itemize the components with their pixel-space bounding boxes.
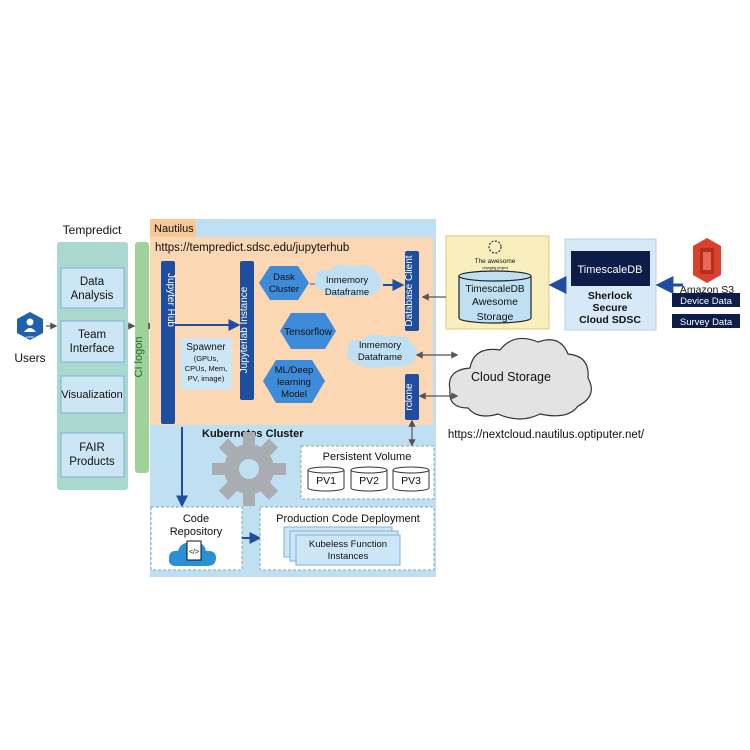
visualization-box[interactable]: Visualization (60, 375, 125, 414)
pv2-cylinder[interactable]: PV2 (350, 466, 388, 492)
users-node: user Users (14, 312, 46, 365)
svg-text:Awesome: Awesome (472, 296, 518, 308)
svg-text:Dask: Dask (273, 272, 295, 283)
svg-text:Interface: Interface (70, 343, 115, 355)
ci-logon-bar[interactable]: CI logon (133, 242, 149, 473)
svg-text:Team: Team (78, 329, 106, 341)
svg-text:Cloud Storage: Cloud Storage (471, 370, 551, 384)
svg-text:Inmemory: Inmemory (326, 275, 368, 286)
svg-text:Production Code Deployment: Production Code Deployment (276, 513, 420, 525)
awesome-logo-icon (488, 240, 502, 254)
svg-text:Survey Data: Survey Data (680, 317, 733, 328)
data-analysis-box[interactable]: Data Analysis (60, 267, 125, 309)
svg-text:Analysis: Analysis (71, 290, 114, 302)
user-badge: user (26, 334, 34, 339)
svg-text:</>: </> (189, 549, 199, 556)
svg-text:Dataframe: Dataframe (325, 287, 369, 298)
svg-text:Kubeless Function: Kubeless Function (309, 539, 387, 550)
sherlock-timescaledb[interactable] (571, 251, 650, 286)
svg-text:PV3: PV3 (401, 475, 421, 487)
svg-text:Dataframe: Dataframe (358, 352, 402, 363)
fair-products-box[interactable]: FAIR Products (60, 432, 125, 478)
awesome-storage-db[interactable]: TimescaleDB Awesome Storage (458, 270, 532, 324)
svg-text:Spawner: Spawner (186, 342, 226, 353)
svg-text:Tensorflow: Tensorflow (284, 327, 333, 338)
svg-text:Visualization: Visualization (61, 389, 123, 401)
svg-text:Database Client: Database Client (404, 255, 415, 326)
svg-text:The awesome: The awesome (475, 258, 516, 265)
svg-text:TimescaleDB: TimescaleDB (578, 264, 643, 276)
svg-text:Instances: Instances (328, 551, 369, 562)
svg-text:Code: Code (183, 513, 209, 525)
ml-model-node[interactable]: ML/Deep learning Model (263, 360, 325, 403)
spawner-box: Spawner (GPUs, CPUs, Mem, PV, image) (180, 338, 232, 390)
svg-text:PV, image): PV, image) (188, 374, 225, 383)
dask-cluster-node[interactable]: Dask Cluster (259, 266, 309, 300)
jupyterlab-instance-bar[interactable]: Jupyterlab Instance (239, 261, 254, 400)
team-interface-box[interactable]: Team Interface (60, 320, 125, 363)
svg-text:Cluster: Cluster (269, 284, 299, 295)
svg-text:Jupyterlab Instance: Jupyterlab Instance (239, 286, 250, 373)
kubeless-instances-card[interactable]: Kubeless Function Instances (295, 534, 401, 566)
svg-text:Inmemory: Inmemory (359, 340, 401, 351)
sherlock-panel: TimescaleDB Sherlock Secure Cloud SDSC (564, 238, 657, 331)
cloud-storage-node[interactable]: Cloud Storage (448, 337, 592, 420)
svg-text:Secure: Secure (592, 302, 627, 314)
nautilus-tab (150, 219, 196, 237)
survey-data-item[interactable]: Survey Data (672, 314, 740, 328)
nautilus-title: Nautilus (154, 223, 194, 235)
svg-text:Cloud SDSC: Cloud SDSC (579, 314, 641, 326)
inmemory-dataframe-mid: Inmemory Dataframe (346, 334, 418, 368)
tensorflow-node[interactable]: Tensorflow (280, 313, 336, 349)
jupyterhub-url[interactable]: https://tempredict.sdsc.edu/jupyterhub (155, 242, 349, 254)
svg-text:Jupyter Hub: Jupyter Hub (165, 273, 176, 327)
svg-text:Products: Products (69, 456, 115, 468)
svg-text:(GPUs,: (GPUs, (194, 354, 219, 363)
users-label: Users (14, 351, 45, 365)
svg-text:Persistent Volume: Persistent Volume (323, 451, 412, 463)
gear-icon (212, 432, 286, 506)
jupyter-hub-bar[interactable]: Jupyter Hub (161, 261, 176, 424)
nextcloud-url[interactable]: https://nextcloud.nautilus.optiputer.net… (448, 429, 645, 441)
user-icon (17, 312, 43, 340)
database-client-bar[interactable]: Database Client (404, 251, 419, 331)
svg-text:changing project: changing project (482, 266, 508, 270)
svg-text:Sherlock: Sherlock (588, 290, 633, 302)
rclone-bar[interactable]: rclone (404, 374, 419, 420)
svg-text:TimescaleDB: TimescaleDB (465, 284, 524, 295)
svg-text:Storage: Storage (477, 311, 514, 323)
device-data-item[interactable]: Device Data (672, 293, 740, 307)
svg-text:rclone: rclone (404, 383, 415, 411)
svg-text:PV1: PV1 (316, 475, 336, 487)
svg-text:Model: Model (281, 389, 307, 400)
svg-text:Device Data: Device Data (680, 296, 732, 307)
svg-text:FAIR: FAIR (79, 442, 105, 454)
svg-text:ML/Deep: ML/Deep (275, 365, 314, 376)
pv1-cylinder[interactable]: PV1 (307, 466, 345, 492)
svg-text:CPUs, Mem,: CPUs, Mem, (185, 364, 228, 373)
code-repository-box[interactable]: Code Repository </> (150, 506, 243, 571)
svg-text:Repository: Repository (170, 526, 223, 538)
inmemory-dataframe-top: Inmemory Dataframe (314, 265, 382, 298)
amazon-s3-icon (693, 238, 721, 283)
svg-text:learning: learning (277, 377, 311, 388)
svg-text:Data: Data (80, 276, 105, 288)
pv3-cylinder[interactable]: PV3 (392, 466, 430, 492)
tempredict-title: Tempredict (63, 223, 122, 237)
svg-text:CI logon: CI logon (133, 337, 145, 378)
svg-text:PV2: PV2 (359, 475, 379, 487)
